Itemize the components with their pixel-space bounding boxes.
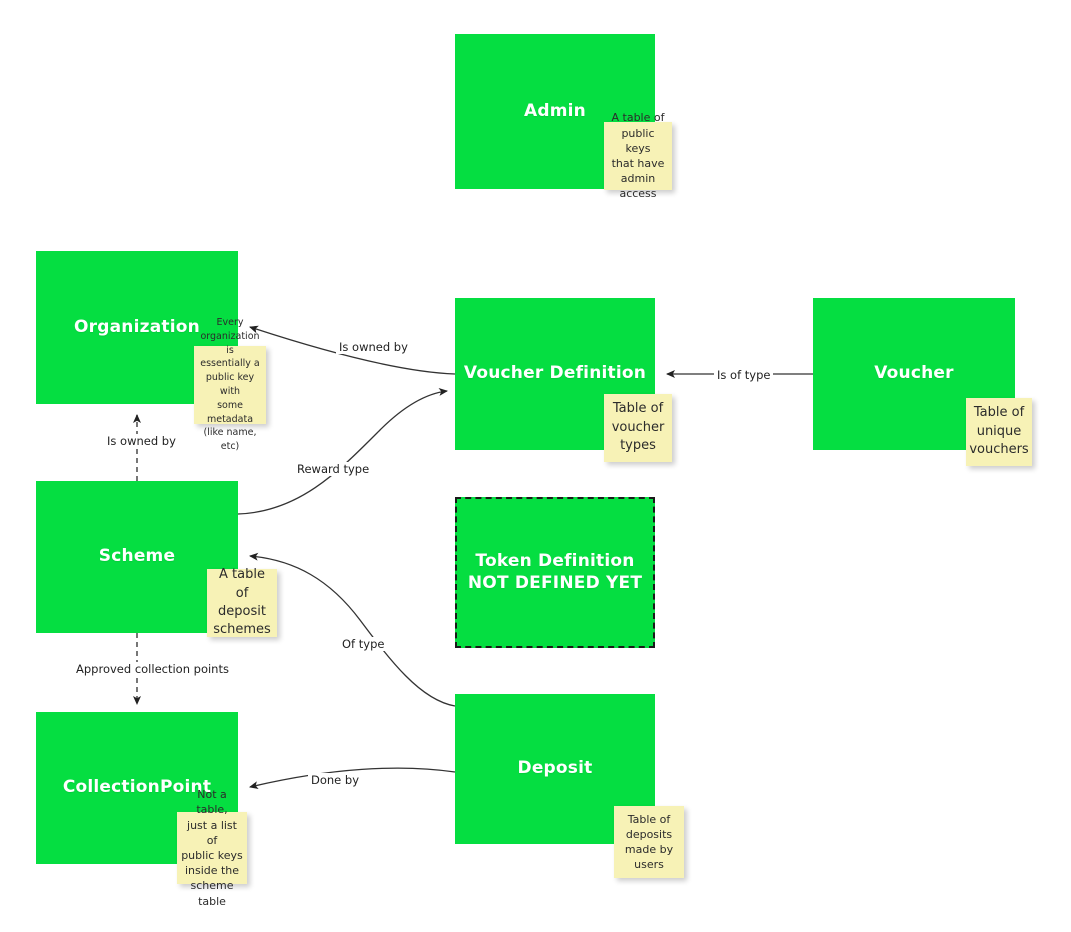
node-label-organization: Organization	[74, 316, 200, 337]
note-scheme[interactable]: A table of deposit schemes	[207, 567, 277, 638]
edge-label-of-type: Of type	[339, 637, 388, 651]
note-deposit[interactable]: Table of deposits made by users	[614, 806, 684, 878]
note-text-voucher-definition: Table of voucher types	[611, 401, 665, 454]
note-text-collection-point: Not a table, just a list of public keys …	[181, 788, 243, 908]
edge-label-is-of-type: Is of type	[714, 368, 774, 382]
node-label-scheme: Scheme	[98, 546, 176, 567]
node-token-definition[interactable]: Token Definition NOT DEFINED YET	[455, 497, 655, 648]
edge-label-reward-type: Reward type	[294, 462, 373, 476]
note-text-admin: A table of public keys that have admin a…	[611, 111, 665, 201]
edge-path-scheme-voucher-definition	[237, 387, 448, 515]
edge-label-is-owned-by-scheme: Is owned by	[104, 434, 179, 448]
note-voucher[interactable]: Table of unique vouchers	[966, 398, 1032, 466]
note-text-voucher: Table of unique vouchers	[969, 405, 1029, 458]
node-label-token-definition: Token Definition NOT DEFINED YET	[467, 551, 643, 593]
note-text-deposit: Table of deposits made by users	[624, 812, 674, 872]
node-label-voucher-definition: Voucher Definition	[463, 363, 647, 384]
edge-label-is-owned-by-voucher-definition: Is owned by	[336, 340, 411, 354]
note-admin[interactable]: A table of public keys that have admin a…	[604, 111, 672, 200]
edge-label-done-by: Done by	[308, 773, 363, 787]
note-collection-point[interactable]: Not a table, just a list of public keys …	[177, 788, 247, 908]
node-scheme[interactable]: Scheme	[36, 481, 238, 633]
edge-label-approved-collection-points: Approved collection points	[73, 662, 232, 676]
note-voucher-definition[interactable]: Table of voucher types	[604, 394, 672, 462]
note-organization[interactable]: Every organization is essentially a publ…	[194, 317, 266, 452]
node-label-deposit: Deposit	[517, 758, 593, 779]
node-label-admin: Admin	[524, 100, 586, 121]
note-text-organization: Every organization is essentially a publ…	[200, 317, 260, 453]
edge-path-deposit-scheme	[249, 552, 456, 707]
node-label-voucher: Voucher	[874, 363, 954, 384]
node-label-collection-point: CollectionPoint	[62, 777, 212, 798]
note-text-scheme: A table of deposit schemes	[213, 567, 271, 638]
